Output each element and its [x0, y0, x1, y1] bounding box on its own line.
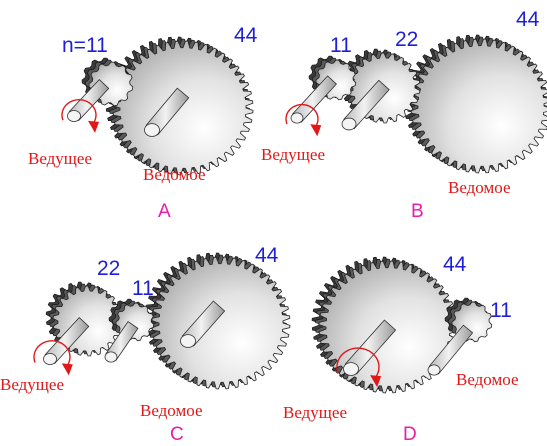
teeth-count-label: 11 [490, 299, 512, 322]
gear-icon [144, 252, 291, 390]
teeth-count-label: 11 [132, 277, 154, 300]
driver-gear-label: Ведущее [283, 403, 347, 422]
teeth-count-label: 44 [234, 24, 258, 47]
rotation-arrow-icon [285, 103, 322, 137]
shaft-icon [290, 75, 337, 124]
rotation-arrow-icon [33, 340, 73, 376]
driven-gear-label: Ведомое [448, 178, 511, 197]
gear-icon [403, 34, 547, 174]
shaft-icon [341, 79, 390, 131]
teeth-count-label: 22 [395, 28, 418, 51]
gear-icon [105, 36, 254, 176]
shaft-icon [343, 319, 397, 376]
teeth-count-label: 11 [330, 34, 352, 57]
teeth-count-label: n=11 [62, 34, 108, 57]
shaft-icon [180, 300, 226, 348]
driven-gear-label: Ведомое [140, 401, 203, 420]
shaft-icon [427, 324, 474, 376]
driver-gear-label: Ведущее [28, 149, 92, 168]
driver-gear-label: Ведущее [261, 145, 325, 164]
driven-gear-label: Ведомое [143, 165, 206, 184]
teeth-count-label: 44 [443, 253, 467, 276]
panel-letter: D [403, 424, 417, 445]
shaft-icon [43, 317, 90, 365]
panel-letter: B [411, 201, 424, 222]
shaft-icon [67, 78, 110, 122]
driven-gear-label: Ведомое [456, 370, 519, 389]
rotation-arrow-icon [336, 347, 382, 388]
shaft-icon [144, 87, 190, 137]
shaft-icon [104, 321, 139, 363]
panel-letter: C [170, 424, 184, 445]
rotation-arrow-icon [61, 99, 100, 133]
teeth-count-label: 44 [255, 244, 279, 267]
teeth-count-label: 44 [516, 8, 540, 31]
gear-icon [108, 298, 155, 342]
driver-gear-label: Ведущее [0, 375, 64, 394]
teeth-count-label: 22 [97, 257, 120, 280]
panel-letter: A [158, 201, 171, 222]
